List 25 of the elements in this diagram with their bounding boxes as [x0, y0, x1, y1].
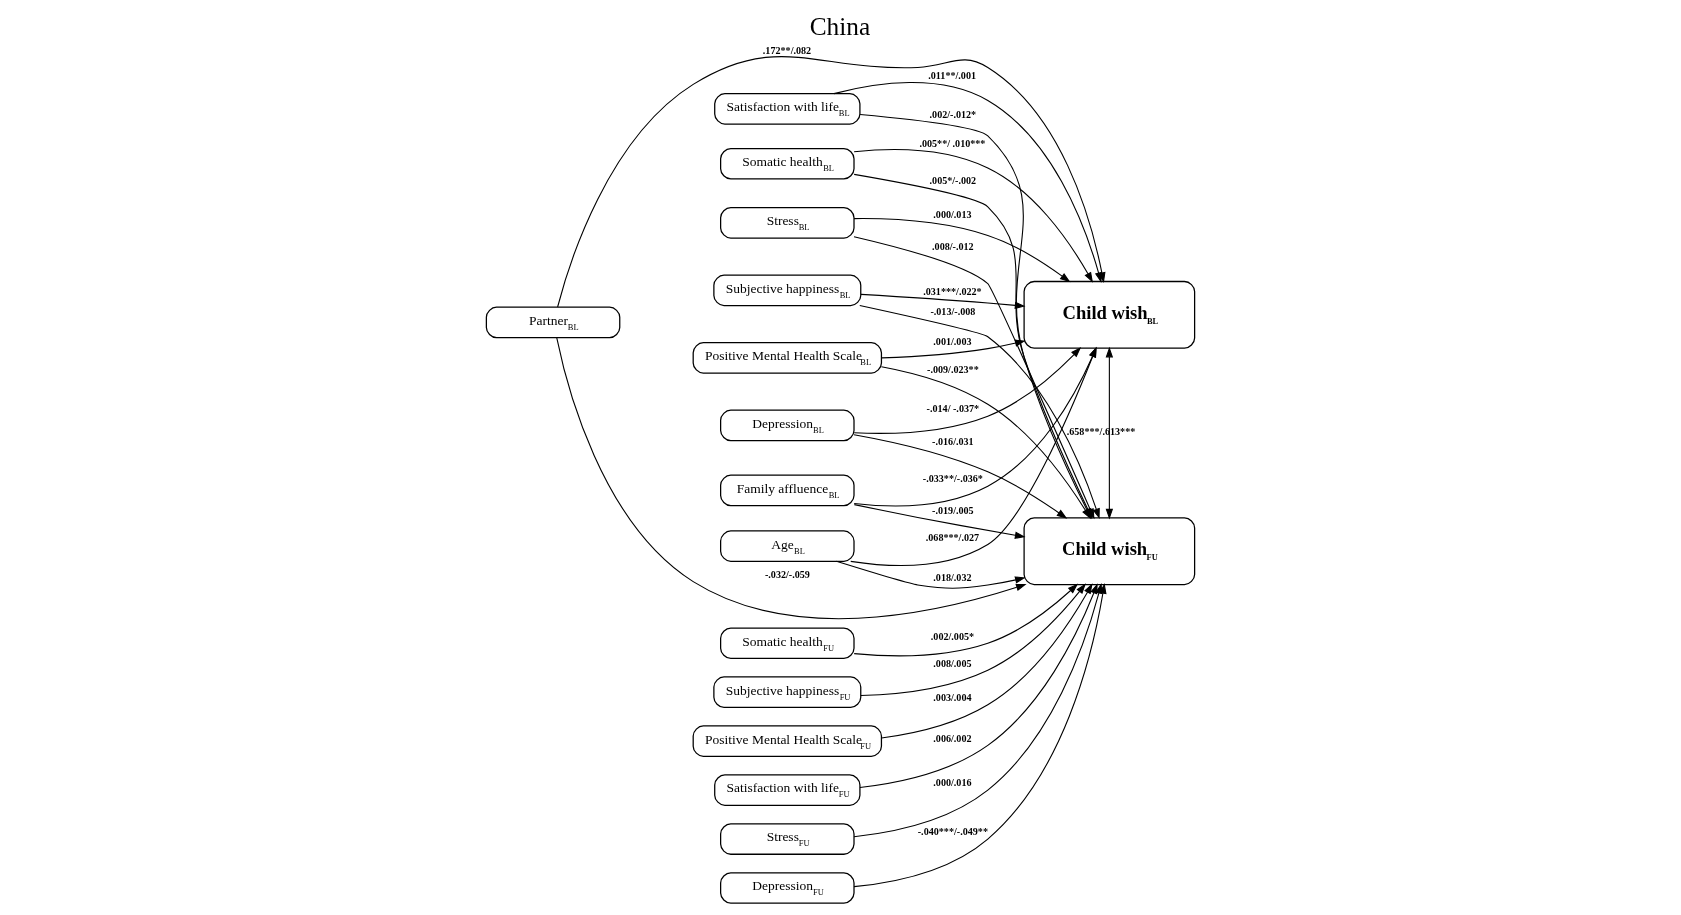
edge-label: .001/.003	[933, 335, 972, 347]
edge-label: -.014/ -.037*	[926, 403, 980, 415]
edge-label: .005*/-.002	[929, 174, 977, 186]
edge-label: .002/.005*	[930, 630, 975, 642]
edge-label: .068***/.027	[925, 531, 980, 543]
edge-label: .031***/.022*	[923, 286, 982, 298]
edge-label: -.013/-.008	[930, 306, 976, 318]
edge-label: -.032/-.059	[764, 568, 810, 580]
diagram-title: China	[809, 12, 871, 41]
edge-label: -.016/.031	[932, 435, 974, 447]
edge-label: .008/-.012	[932, 241, 974, 253]
edge-label: -.040***/-.049**	[917, 826, 988, 838]
edge-label: -.033**/-.036*	[922, 473, 983, 485]
edge-label: .002/-.012*	[929, 108, 977, 120]
edge-label: .008/.005	[933, 657, 972, 669]
edge-label: .018/.032	[933, 572, 972, 584]
edge-label: -.019/.005	[932, 504, 974, 516]
edge-label: .172**/.082	[762, 44, 812, 56]
edge-label: .005**/ .010***	[919, 138, 986, 150]
edge-label: -.009/.023**	[927, 363, 979, 375]
edge-label: .003/.004	[933, 692, 972, 704]
edge-label: .011**/.001	[928, 69, 977, 81]
edge-label: .000/.016	[933, 777, 972, 789]
edge-label: .000/.013	[933, 209, 972, 221]
edge-label: .006/.002	[933, 732, 972, 744]
